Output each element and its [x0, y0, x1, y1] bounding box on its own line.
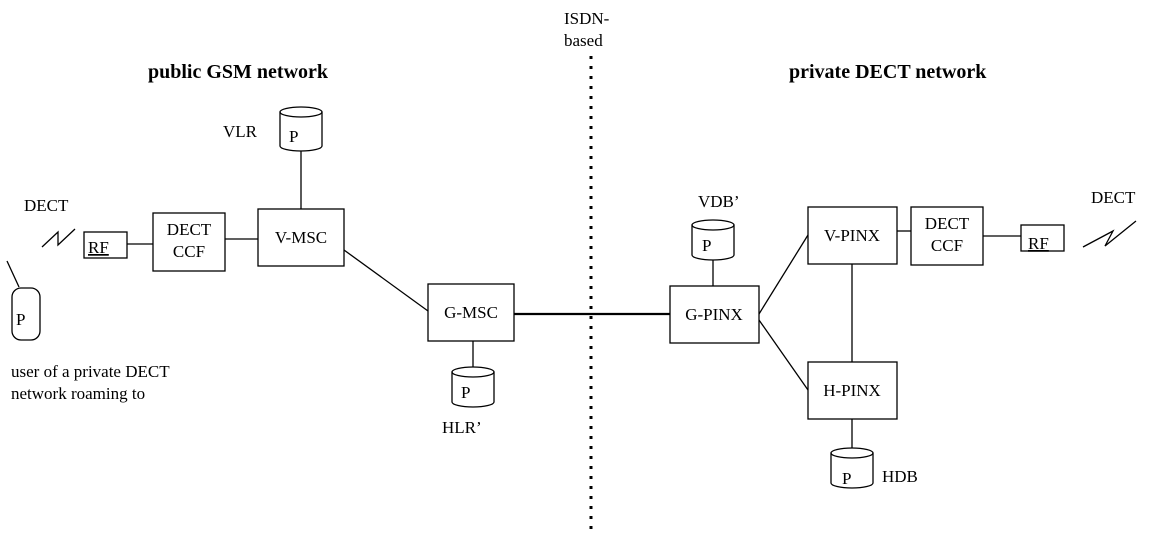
vdb-database-icon: P — [691, 219, 735, 261]
vlr-database-icon: P — [279, 106, 323, 152]
vdb-label: VDB’ — [698, 192, 740, 211]
dect-radio-link-right — [1082, 220, 1137, 248]
caption-line1: user of a private DECT — [11, 362, 170, 381]
heading-private-dect: private DECT network — [789, 61, 987, 83]
hdb-label: HDB — [882, 467, 918, 486]
link-gpinx-hpinx — [758, 319, 809, 391]
caption-line2: network roaming to — [11, 384, 145, 403]
handset-label: P — [16, 310, 25, 329]
dect-ccf-box-left — [152, 212, 226, 272]
link-vmsc-gmsc — [343, 249, 429, 312]
vdb-db-label: P — [702, 236, 711, 255]
dect-ccf-left-line2: CCF — [173, 242, 205, 261]
link-gpinx-vpinx — [758, 234, 809, 315]
rf-box-left — [83, 231, 128, 259]
g-pinx-box — [669, 285, 760, 344]
hdb-database-icon: P — [830, 447, 874, 489]
vlr-db-label: P — [289, 127, 298, 146]
dect-radio-link-left — [41, 228, 76, 248]
rf-label-right: RF — [1028, 234, 1049, 253]
dect-label-right: DECT — [1091, 188, 1136, 207]
v-msc-label: V-MSC — [275, 228, 327, 247]
handset — [11, 287, 41, 341]
heading-public-gsm: public GSM network — [148, 61, 329, 83]
dect-ccf-right-line1: DECT — [925, 214, 970, 233]
hlr-label: HLR’ — [442, 418, 482, 437]
dect-ccf-left-line1: DECT — [167, 220, 212, 239]
hlr-database-icon: P — [451, 366, 495, 408]
dect-ccf-right-line2: CCF — [931, 236, 963, 255]
vlr-label: VLR — [223, 122, 258, 141]
dect-label-left: DECT — [24, 196, 69, 215]
rf-box-right — [1020, 224, 1065, 252]
v-pinx-label: V-PINX — [824, 226, 880, 245]
g-msc-label: G-MSC — [444, 303, 498, 322]
g-msc-box — [427, 283, 515, 342]
separator-label-line1: ISDN- — [564, 9, 610, 28]
handset-antenna — [6, 260, 20, 288]
separator-label-line2: based — [564, 31, 603, 50]
h-pinx-label: H-PINX — [823, 381, 881, 400]
rf-label-left: RF — [88, 238, 109, 257]
dect-ccf-box-right — [910, 206, 984, 266]
hdb-db-label: P — [842, 469, 851, 488]
g-pinx-label: G-PINX — [685, 305, 743, 324]
hlr-db-label: P — [461, 383, 470, 402]
